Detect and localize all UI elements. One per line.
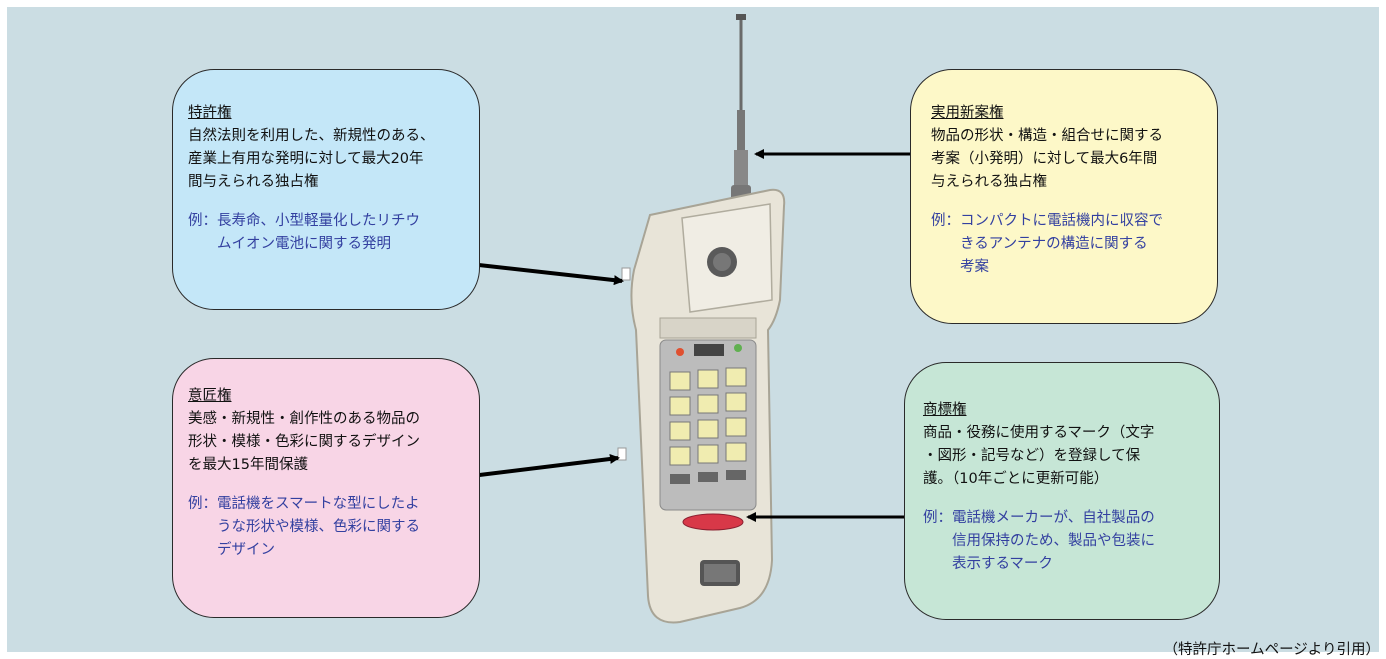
trademark-example-line: 電話機メーカーが、自社製品の	[952, 510, 1155, 526]
patent-desc-line: 産業上有用な発明に対して最大20年	[188, 151, 424, 167]
patent-box: 特許権 自然法則を利用した、新規性のある、 産業上有用な発明に対して最大20年 …	[172, 69, 480, 310]
design-example-line: 電話機をスマートな型にしたよ	[217, 496, 420, 512]
trademark-desc-line: 護。（10年ごとに更新可能）	[923, 471, 1109, 487]
utility-example: 例： コンパクトに電話機内に収容で きるアンテナの構造に関する 考案	[931, 210, 1207, 279]
utility-example-line: コンパクトに電話機内に収容で	[960, 213, 1163, 229]
example-prefix: 例：	[931, 213, 960, 229]
patent-desc-line: 自然法則を利用した、新規性のある、	[188, 128, 435, 144]
utility-desc-line: 物品の形状・構造・組合せに関する	[931, 128, 1163, 144]
mouthpiece-grille	[700, 560, 740, 586]
example-prefix: 例：	[188, 213, 217, 229]
patent-example-line: 長寿命、小型軽量化したリチウ	[217, 213, 420, 229]
patent-example-line: ムイオン電池に関する発明	[217, 236, 391, 252]
patent-desc-line: 間与えられる独占権	[188, 174, 319, 190]
design-title: 意匠権	[188, 388, 232, 404]
trademark-box: 商標権 商品・役務に使用するマーク（文字 ・図形・記号など）を登録して保 護。（…	[904, 362, 1220, 620]
keypad	[669, 367, 747, 484]
utility-desc-line: 考案（小発明）に対して最大6年間	[931, 151, 1158, 167]
utility-example-line: 考案	[960, 259, 989, 275]
antenna	[731, 14, 751, 203]
design-desc-line: 形状・模様・色彩に関するデザイン	[188, 434, 420, 450]
example-prefix: 例：	[923, 510, 952, 526]
design-box: 意匠権 美感・新規性・創作性のある物品の 形状・模様・色彩に関するデザイン を最…	[172, 358, 480, 618]
utility-example-line: きるアンテナの構造に関する	[960, 236, 1148, 252]
patent-title: 特許権	[188, 105, 232, 121]
design-example-line: デザイン	[217, 542, 275, 558]
design-desc-line: を最大15年間保護	[188, 457, 308, 473]
trademark-example-line: 表示するマーク	[952, 556, 1053, 572]
side-tab-lower	[617, 447, 627, 461]
design-desc-line: 美感・新規性・創作性のある物品の	[188, 411, 420, 427]
patent-example: 例： 長寿命、小型軽量化したリチウ ムイオン電池に関する発明	[188, 210, 469, 256]
source-note: （特許庁ホームページより引用）	[1163, 642, 1380, 658]
trademark-title: 商標権	[923, 402, 967, 418]
trademark-desc-line: 商品・役務に使用するマーク（文字	[923, 425, 1155, 441]
design-example: 例： 電話機をスマートな型にしたよ うな形状や模様、色彩に関する デザイン	[188, 493, 469, 562]
utility-title: 実用新案権	[931, 105, 1004, 121]
arrow-patent	[451, 260, 624, 286]
example-prefix: 例：	[188, 496, 217, 512]
brand-mark	[682, 513, 744, 531]
utility-model-box: 実用新案権 物品の形状・構造・組合せに関する 考案（小発明）に対して最大6年間 …	[910, 69, 1218, 324]
arrow-design	[454, 454, 620, 480]
trademark-desc-line: ・図形・記号など）を登録して保	[923, 448, 1141, 464]
side-tab-upper	[621, 267, 631, 281]
trademark-example: 例： 電話機メーカーが、自社製品の 信用保持のため、製品や包装に 表示するマーク	[923, 507, 1209, 576]
utility-desc-line: 与えられる独占権	[931, 174, 1047, 190]
design-example-line: うな形状や模様、色彩に関する	[217, 519, 420, 535]
trademark-example-line: 信用保持のため、製品や包装に	[952, 533, 1155, 549]
